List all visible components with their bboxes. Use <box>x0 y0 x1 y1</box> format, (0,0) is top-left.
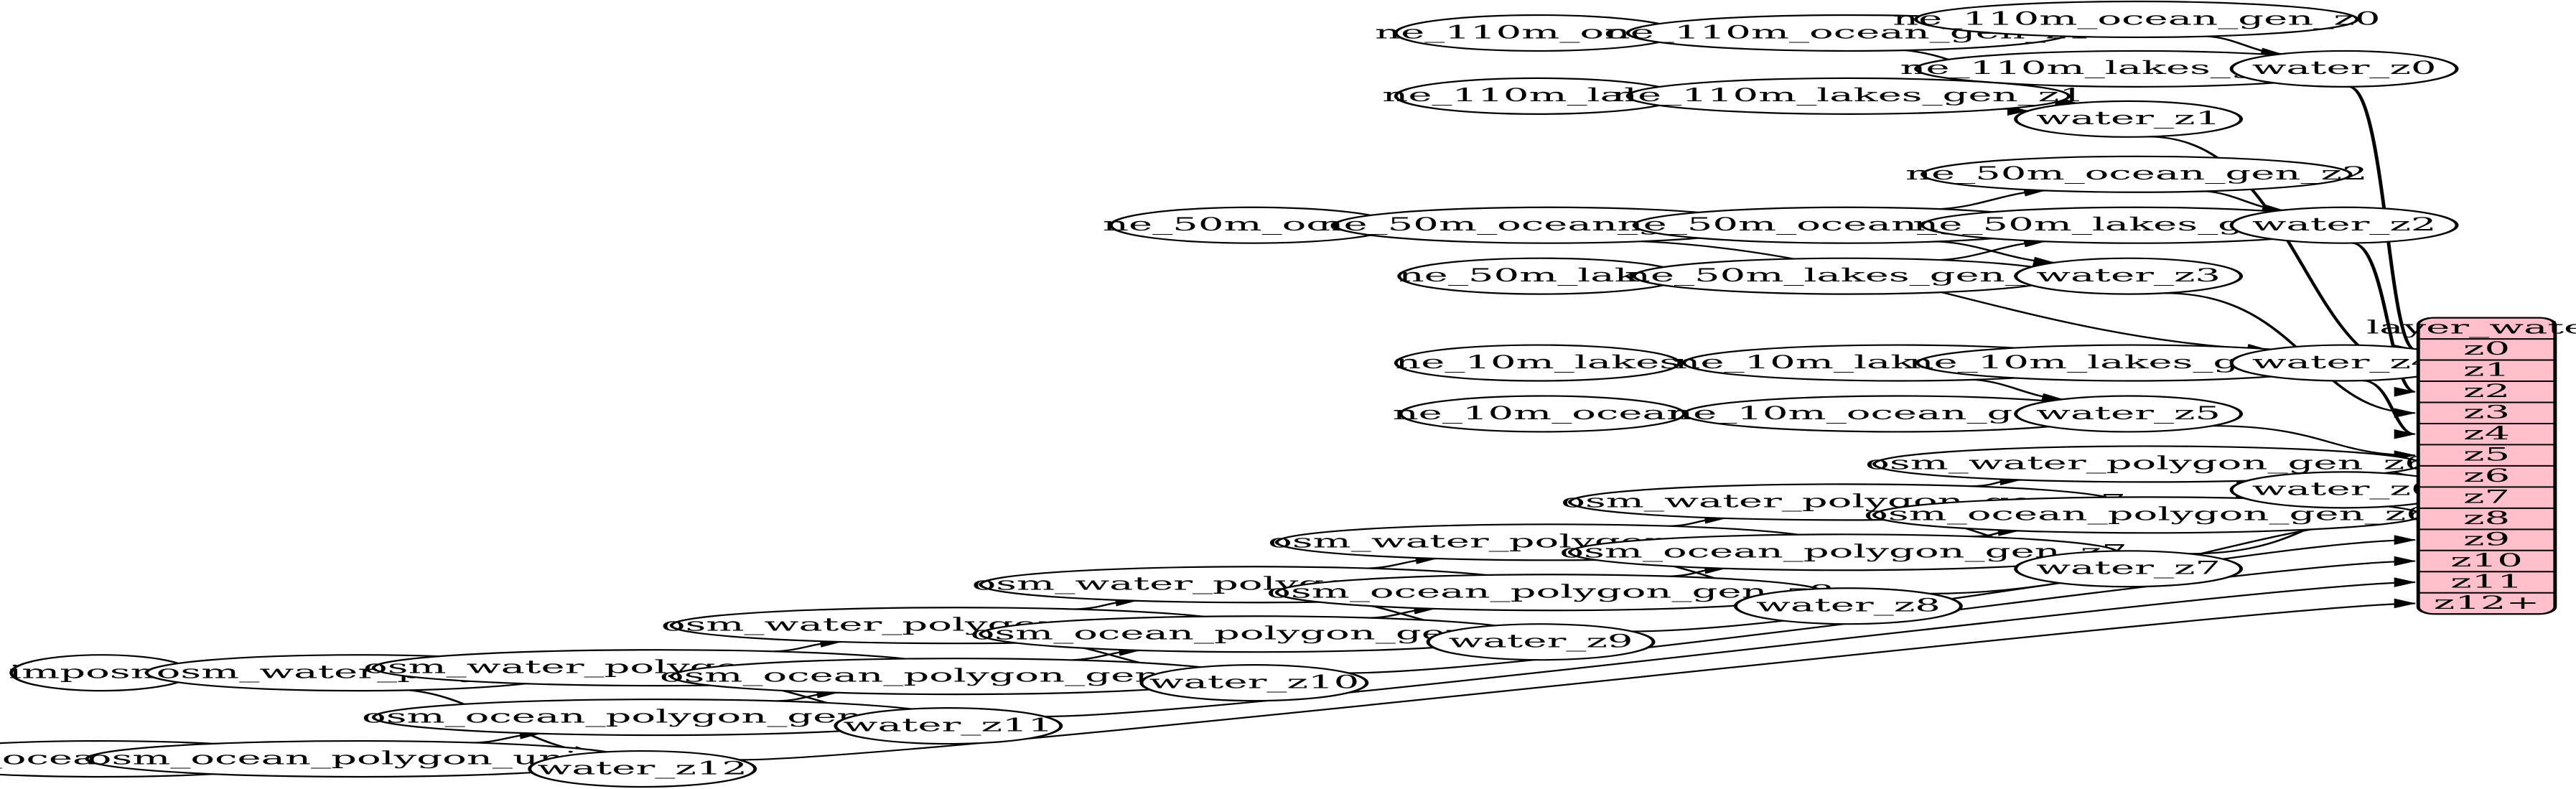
node-osm-water-polygon-gen-z6[interactable]: osm_water_polygon_gen_z6 <box>1865 445 2430 483</box>
node-label: ne_10m_ocean <box>1393 403 1692 424</box>
edge-ne-110m-ocean-gen-z0-to-water-z0 <box>2207 35 2283 58</box>
node-water-z12[interactable]: water_z12 <box>528 750 757 788</box>
node-label: water_z0 <box>2252 58 2437 79</box>
node-water-z3[interactable]: water_z3 <box>2014 257 2244 295</box>
node-label: water_z11 <box>843 715 1053 736</box>
node-label: ne_50m_ocean_gen_z2 <box>1905 164 2368 185</box>
edge-osm-water-polygon-gen-z8-to-osm-water-polygon-gen-z7 <box>1668 513 1727 527</box>
table-row-z3[interactable]: z3 <box>2463 402 2510 423</box>
edge-osm-ocean-polygon-gen-z9-to-osm-ocean-polygon-gen-z8 <box>1369 604 1436 619</box>
layer-water-table-header: layer_water <box>2366 317 2576 338</box>
node-label: water_z1 <box>2036 108 2221 129</box>
table-row-z0[interactable]: z0 <box>2463 339 2510 360</box>
node-label: osm_ocean_polygon_gen_z8 <box>1266 582 1834 602</box>
node-water-z7[interactable]: water_z7 <box>2014 550 2244 588</box>
edge-ne-10m-lakes-gen-z5-to-water-z5 <box>1974 378 2064 403</box>
edge-osm-water-polygon-gen-z7-to-osm-water-polygon-gen-z6 <box>1970 475 2022 487</box>
table-row-z12plus[interactable]: z12+ <box>2434 592 2540 613</box>
edge-ne-50m-ocean-gen-z3-to-water-z3 <box>1937 241 2055 267</box>
node-label: ne_10m_lakes <box>1395 352 1680 373</box>
node-water-z10[interactable]: water_z10 <box>1139 664 1369 702</box>
table-row-z8[interactable]: z8 <box>2463 508 2510 528</box>
node-water-z4[interactable]: water_z4 <box>2229 344 2459 382</box>
edge-osm-ocean-polygon-union-to-osm-ocean-polygon-gen-z11 <box>474 729 542 744</box>
node-shape <box>528 750 757 788</box>
node-label: water_z5 <box>2036 403 2221 424</box>
node-ne-110m-lakes-gen-z1[interactable]: ne_110m_lakes_gen_z1 <box>1612 77 2085 115</box>
node-label: water_z3 <box>2036 266 2221 286</box>
node-ne-50m-lakes-gen-z3[interactable]: ne_50m_lakes_gen_z3 <box>1625 257 2072 295</box>
node-water-z11[interactable]: water_z11 <box>834 707 1063 745</box>
table-row-z11[interactable]: z11 <box>2450 571 2523 592</box>
node-shape <box>2229 50 2459 88</box>
table-row-z7[interactable]: z7 <box>2463 487 2510 508</box>
node-shape <box>2014 550 2244 588</box>
node-water-z1[interactable]: water_z1 <box>2014 100 2244 138</box>
node-shape <box>1426 623 1656 661</box>
node-shape <box>1625 77 2071 115</box>
edge-osm-water-polygon-gen-z10-to-osm-water-polygon-gen-z9 <box>1075 596 1138 610</box>
table-row-z1[interactable]: z1 <box>2463 360 2510 381</box>
node-label: osm_water_polygon_gen_z6 <box>1865 453 2430 474</box>
node-shape <box>1914 0 2359 39</box>
edge-osm-ocean-polygon-gen-z10-to-osm-ocean-polygon-gen-z9 <box>1071 646 1141 661</box>
edge-water-z12-to-layer-water-z12- <box>739 598 2417 761</box>
node-label: water_z2 <box>2252 215 2437 235</box>
table-row-z4[interactable]: z4 <box>2463 424 2510 444</box>
nodes-layer: imposm3osm_water_polygonosm_ocean_polygo… <box>0 0 2459 788</box>
edge-water-z2-to-layer-water-z2 <box>2351 242 2417 397</box>
edge-osm-ocean-polygon-gen-z11-to-osm-ocean-polygon-gen-z10 <box>777 688 839 702</box>
node-osm-ocean-polygon-gen-z8[interactable]: osm_ocean_polygon_gen_z8 <box>1266 574 1834 612</box>
edge-water-z5-to-layer-water-z5 <box>2212 425 2417 460</box>
edge-osm-water-polygon-gen-z9-to-osm-water-polygon-gen-z8 <box>1368 554 1438 569</box>
edge-ne-50m-ocean-gen-z4-to-water-z4 <box>1641 241 2269 354</box>
node-shape <box>1921 155 2353 193</box>
node-water-z8[interactable]: water_z8 <box>1733 587 1963 625</box>
node-label: ne_50m_lakes_gen_z3 <box>1625 266 2072 286</box>
node-water-z2[interactable]: water_z2 <box>2229 206 2459 244</box>
node-osm-ocean-polygon-union[interactable]: osm_ocean_polygon_union <box>85 739 630 778</box>
node-label: ne_110m_ocean_gen_z0 <box>1893 9 2380 29</box>
node-label: water_z12 <box>537 758 747 779</box>
node-shape <box>1139 664 1369 702</box>
node-ne-110m-ocean-gen-z0[interactable]: ne_110m_ocean_gen_z0 <box>1893 0 2381 39</box>
edge-osm-ocean-polygon-gen-z8-to-osm-ocean-polygon-gen-z7 <box>1668 564 1727 577</box>
node-label: water_z7 <box>2036 558 2221 579</box>
table-row-z5[interactable]: z5 <box>2463 444 2510 465</box>
node-osm-ocean-polygon-gen-z6[interactable]: osm_ocean_polygon_gen_z6 <box>1864 496 2432 534</box>
table-row-z2[interactable]: z2 <box>2463 381 2510 402</box>
edge-water-z11-to-layer-water-z11 <box>1044 577 2417 718</box>
node-label: water_z10 <box>1149 672 1360 693</box>
node-shape <box>834 707 1063 745</box>
node-label: water_z9 <box>1449 631 1633 652</box>
node-label: water_z6 <box>2252 479 2437 500</box>
table-row-z9[interactable]: z9 <box>2463 529 2510 550</box>
layer-water-table: layer_waterz0z1z2z3z4z5z6z7z8z9z10z11z12… <box>2366 317 2576 615</box>
edge-osm-water-polygon-gen-z11-to-osm-water-polygon-gen-z10 <box>773 638 842 653</box>
edge-ne-50m-ocean-gen-z3-to-ne-50m-ocean-gen-z2 <box>1939 186 2046 210</box>
node-water-z0[interactable]: water_z0 <box>2229 50 2459 88</box>
node-label: ne_110m_lakes_gen_z1 <box>1612 85 2085 106</box>
node-ne-110m-lakes[interactable]: ne_110m_lakes <box>1382 77 1693 115</box>
node-ne-10m-lakes[interactable]: ne_10m_lakes <box>1394 344 1681 382</box>
node-shape <box>1394 344 1681 382</box>
node-shape <box>2014 257 2244 295</box>
node-label: water_z8 <box>1756 595 1941 616</box>
node-ne-50m-ocean-gen-z2[interactable]: ne_50m_ocean_gen_z2 <box>1905 155 2368 193</box>
table-row-z6[interactable]: z6 <box>2463 466 2510 487</box>
node-water-z9[interactable]: water_z9 <box>1426 623 1656 661</box>
node-water-z6[interactable]: water_z6 <box>2229 471 2459 509</box>
node-label: water_z4 <box>2252 352 2437 373</box>
table-row-z10[interactable]: z10 <box>2450 550 2523 571</box>
edge-water-z4-to-layer-water-z4 <box>2362 380 2417 439</box>
node-shape <box>2229 206 2459 244</box>
node-water-z5[interactable]: water_z5 <box>2014 395 2244 433</box>
node-shape <box>1733 587 1963 625</box>
node-ne-10m-ocean[interactable]: ne_10m_ocean <box>1393 395 1692 433</box>
edge-ne-50m-ocean-gen-z2-to-water-z2 <box>2205 190 2285 214</box>
node-shape <box>2014 395 2244 433</box>
edge-ne-50m-lakes-gen-z3-to-ne-50m-lakes-gen-z2 <box>1939 237 2046 261</box>
node-shape <box>2014 100 2244 138</box>
